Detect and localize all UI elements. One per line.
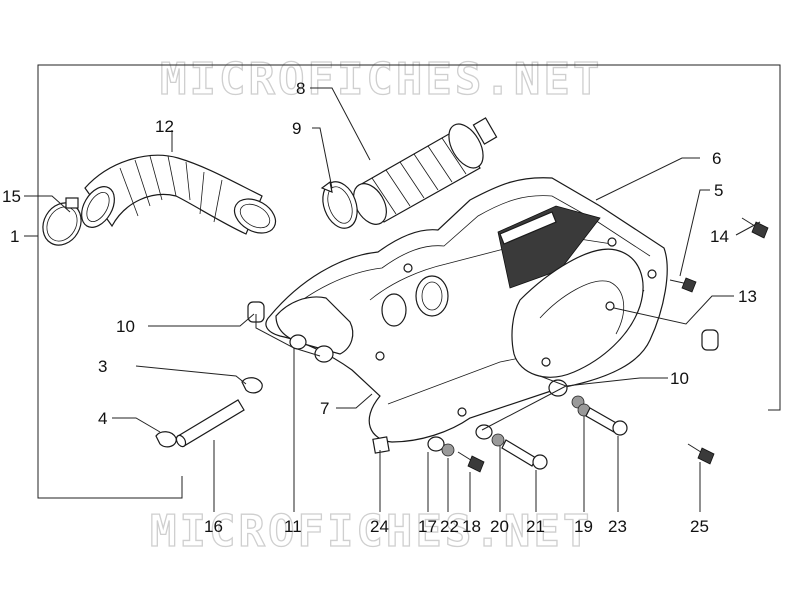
- callout-5: 5: [714, 181, 723, 200]
- callout-10-upper: 10: [116, 317, 135, 336]
- callout-20: 20: [490, 517, 509, 536]
- assembly-bracket: [37, 64, 781, 499]
- air-box-housing-part: [265, 177, 668, 443]
- small-hardware-parts: [155, 217, 769, 473]
- callout-24: 24: [370, 517, 389, 536]
- callout-21: 21: [526, 517, 545, 536]
- callout-6: 6: [712, 149, 721, 168]
- callout-8: 8: [296, 79, 305, 98]
- watermark-top: MICROFICHES.NET: [160, 54, 602, 105]
- callout-19: 19: [574, 517, 593, 536]
- filter-element-part: [353, 117, 498, 225]
- watermark-bottom: MICROFICHES.NET: [150, 506, 592, 557]
- callout-4: 4: [98, 409, 107, 428]
- callout-labels: 12 15 1 8 9 6 5 14 13 10 3 4 7 10 16 11 …: [2, 79, 757, 536]
- leader-lines: [24, 87, 761, 512]
- callout-17: 17: [418, 517, 437, 536]
- callout-18: 18: [462, 517, 481, 536]
- callout-16: 16: [204, 517, 223, 536]
- callout-23: 23: [608, 517, 627, 536]
- callout-22: 22: [440, 517, 459, 536]
- callout-13: 13: [738, 287, 757, 306]
- callout-10-lower: 10: [670, 369, 689, 388]
- callout-14: 14: [710, 227, 729, 246]
- clamp-ring-part: [320, 180, 358, 229]
- callout-25: 25: [690, 517, 709, 536]
- callout-9: 9: [292, 119, 301, 138]
- hose-clamp-part: [42, 197, 82, 246]
- intake-hose-part: [81, 154, 277, 235]
- callout-1: 1: [10, 227, 19, 246]
- callout-7: 7: [320, 399, 329, 418]
- callout-15: 15: [2, 187, 21, 206]
- callout-3: 3: [98, 357, 107, 376]
- callout-12: 12: [155, 117, 174, 136]
- callout-11: 11: [284, 517, 302, 536]
